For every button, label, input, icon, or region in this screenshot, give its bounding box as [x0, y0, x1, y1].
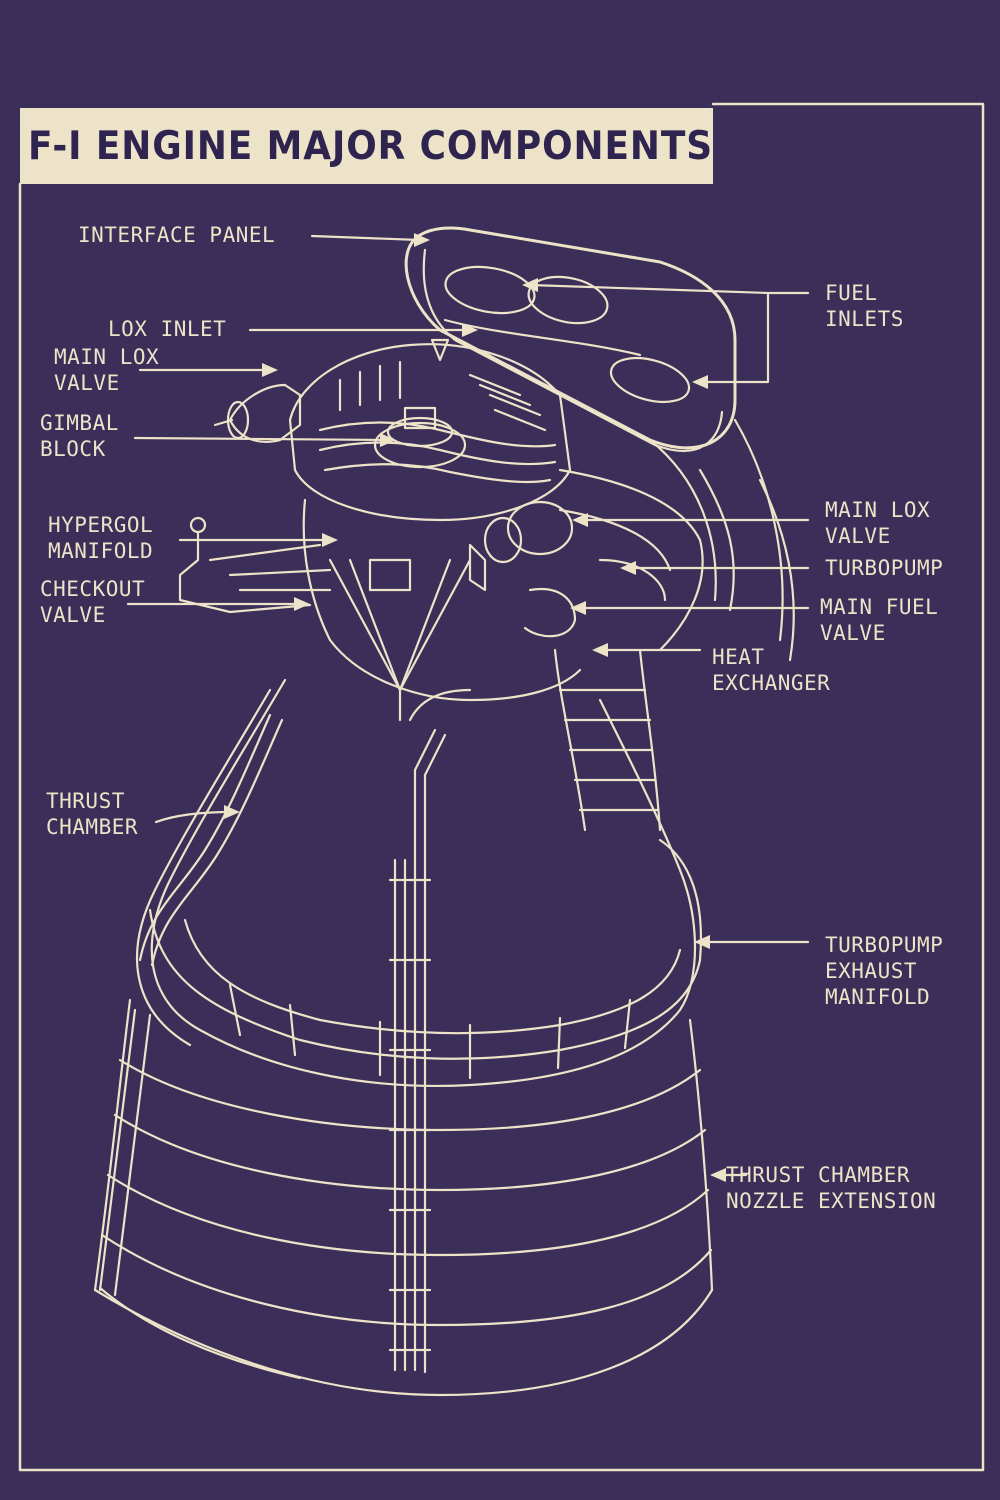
central-fuel-line	[390, 690, 470, 1372]
label-fuel-inlets: FUEL INLETS	[825, 281, 904, 331]
label-hypergol-manifold: HYPERGOL MANIFOLD	[48, 513, 154, 563]
label-thrust-chamber-nozzle-extension: THRUST CHAMBER NOZZLE EXTENSION	[726, 1163, 937, 1213]
label-turbopump-exhaust-manifold: TURBOPUMP EXHAUST MANIFOLD	[825, 933, 944, 1009]
label-thrust-chamber: THRUST CHAMBER	[46, 789, 139, 839]
label-main-fuel-valve: MAIN FUEL VALVE	[820, 595, 939, 645]
label-turbopump: TURBOPUMP	[825, 556, 944, 580]
interface-panel-shape	[406, 228, 735, 451]
poster-frame	[20, 104, 983, 1470]
label-interface-panel: INTERFACE PANEL	[78, 223, 276, 247]
engine-body	[180, 420, 794, 830]
label-heat-exchanger: HEAT EXCHANGER	[712, 645, 831, 695]
leader-lines	[128, 236, 808, 1175]
title-banner: F-I ENGINE MAJOR COMPONENTS	[20, 108, 713, 184]
label-gimbal-block: GIMBAL BLOCK	[40, 411, 119, 461]
label-main-lox-valve-left: MAIN LOX VALVE	[54, 345, 160, 395]
nozzle-extension	[95, 1000, 712, 1395]
engine-head	[215, 340, 570, 520]
label-main-lox-valve-right: MAIN LOX VALVE	[825, 498, 931, 548]
page-title: F-I ENGINE MAJOR COMPONENTS	[28, 123, 714, 169]
thrust-chamber-bell	[137, 680, 701, 1086]
arrowheads	[224, 233, 726, 1182]
label-lox-inlet: LOX INLET	[108, 317, 227, 341]
label-checkout-valve: CHECKOUT VALVE	[40, 577, 146, 627]
